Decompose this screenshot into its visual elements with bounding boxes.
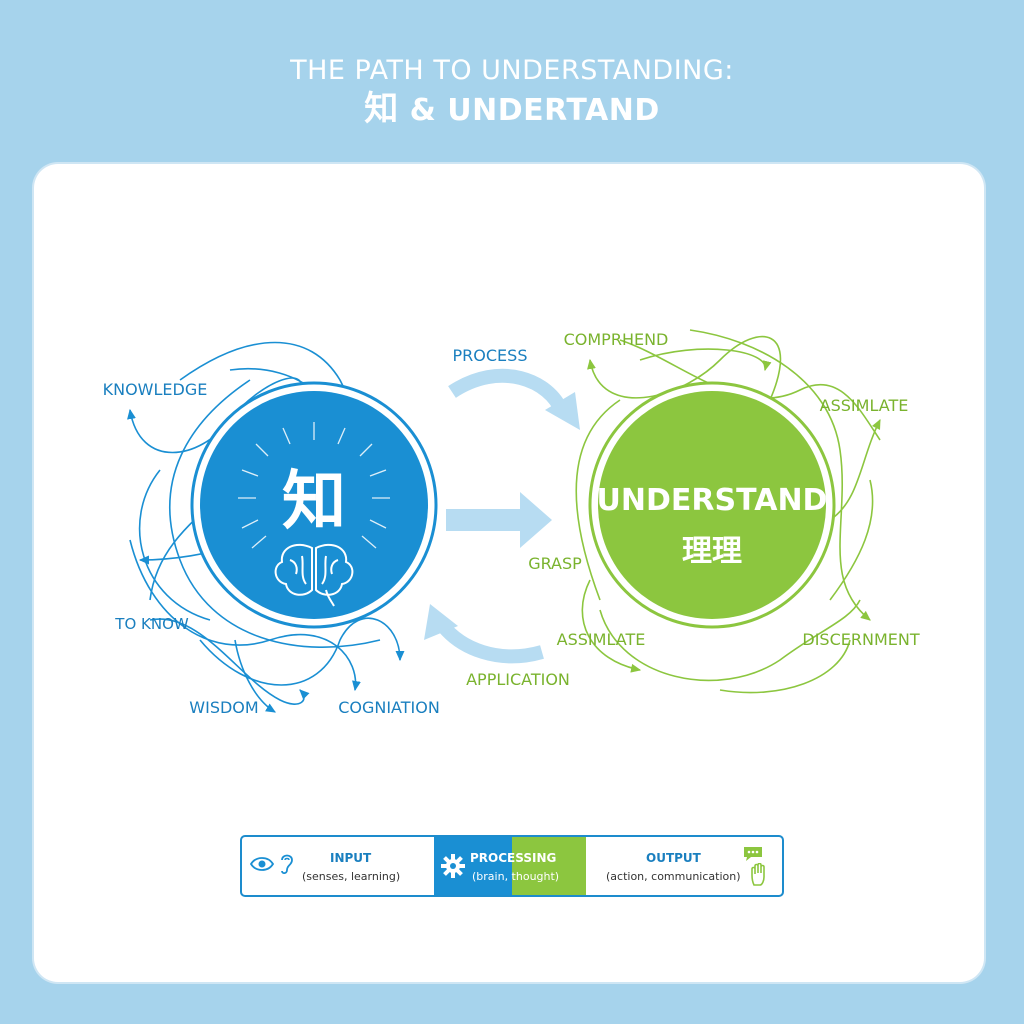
left-circle: 知 [190,381,438,629]
label-comprhend: COMPRHEND [564,330,669,349]
title-glyph: 知 [364,89,399,129]
right-circle-subtitle: 理理 [682,534,742,569]
title-line-2-text: & UNDERTAND [409,93,660,128]
left-circle-glyph: 知 [282,465,346,539]
brain-icon [274,543,354,607]
label-wisdom: WISDOM [189,698,258,717]
label-knowledge: KNOWLEDGE [103,380,208,399]
eye-icon [250,857,274,871]
hand-icon [751,863,765,886]
label-to-know: TO KNOW [114,615,189,633]
legend-processing-label: PROCESSING [470,851,557,865]
gear-icon [441,854,465,878]
right-circle: UNDERSTAND 理理 [588,381,836,629]
legend-output-note: (action, communication) [606,870,741,883]
label-discernment: DISCERNMENT [802,630,919,649]
legend-input: INPUT (senses, learning) [242,837,434,895]
process-arrow [448,368,580,430]
speech-bubble-icon [744,847,762,861]
right-circle-title: UNDERSTAND [597,483,828,518]
ear-icon [281,854,293,875]
label-assimlate-top: ASSIMLATE [820,396,909,415]
label-cogniation: COGNIATION [338,698,440,717]
label-assimlate-bottom: ASSIMLATE [557,630,646,649]
legend-output-label: OUTPUT [646,851,701,865]
application-arrow [424,604,544,664]
legend-output: OUTPUT (action, communication) [586,837,782,895]
label-grasp: GRASP [528,554,582,573]
legend-input-label: INPUT [330,851,372,865]
forward-arrow [446,492,552,548]
title-line-1: THE PATH TO UNDERSTANDING: [290,55,734,86]
legend-processing-note: (brain, thought) [472,870,560,883]
label-application: APPLICATION [466,670,570,689]
label-process: PROCESS [453,346,528,365]
right-tangle-lines [575,329,881,694]
radiating-lines [238,422,390,549]
title-line-2: 知 & UNDERTAND [0,90,1024,130]
legend-input-note: (senses, learning) [302,870,401,883]
legend-processing-green [512,837,586,895]
legend-bar: INPUT (senses, learning) PROCESSING (bra… [240,835,784,897]
page-title: THE PATH TO UNDERSTANDING: 知 & UNDERTAND [0,52,1024,130]
